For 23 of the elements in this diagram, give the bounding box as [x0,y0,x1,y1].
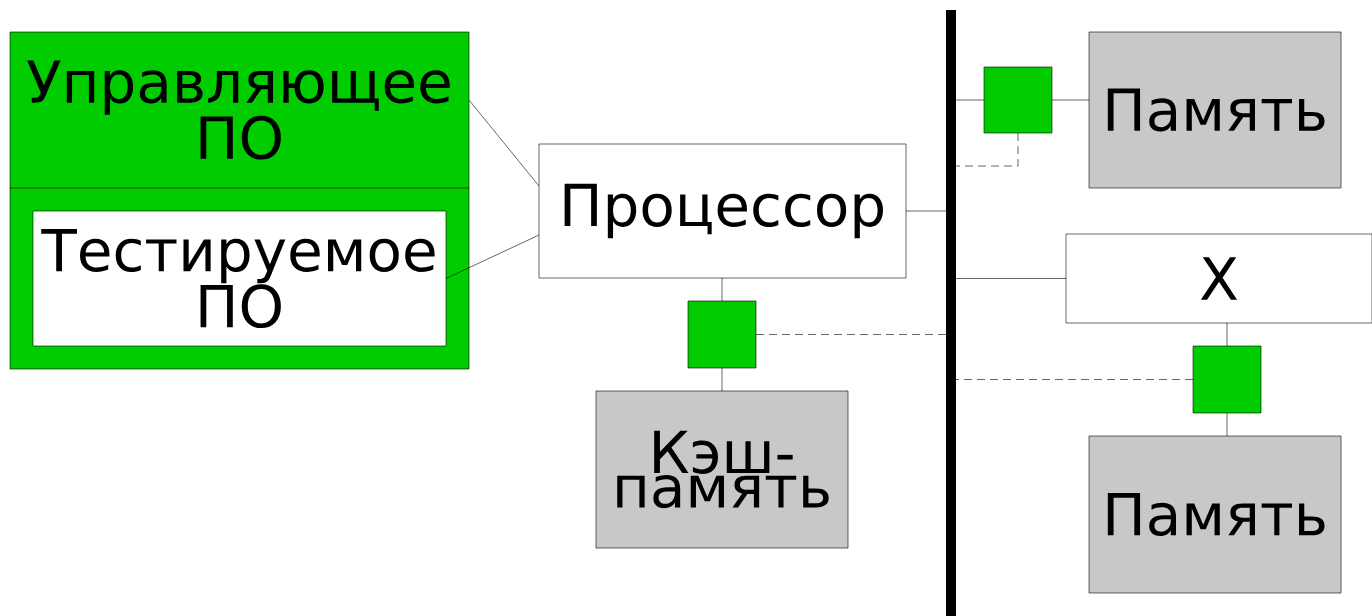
connector-square [687,300,757,369]
connector-line [721,367,723,392]
memory-box: Память [1088,435,1342,594]
connector-line [905,210,947,212]
connector-line [445,234,540,279]
dashed-line [955,132,1019,167]
connector-line [955,99,985,101]
bus-bar [946,10,956,616]
connector-square [983,66,1053,134]
software-box: Тестируемое ПО [32,210,447,347]
connector-line [955,278,1067,279]
device-box: X [1065,233,1372,324]
connector-line [468,99,540,187]
cache-box: Кэш-память [595,390,849,549]
memory-box: Память [1088,31,1342,189]
connector-square [1192,345,1262,414]
connector-line [1051,99,1090,101]
processor-box: Процессор [538,143,907,279]
connector-line [1226,322,1228,347]
dashed-line [955,379,1194,380]
dashed-line [755,334,947,335]
connector-line [1226,412,1228,437]
connector-line [721,277,723,302]
